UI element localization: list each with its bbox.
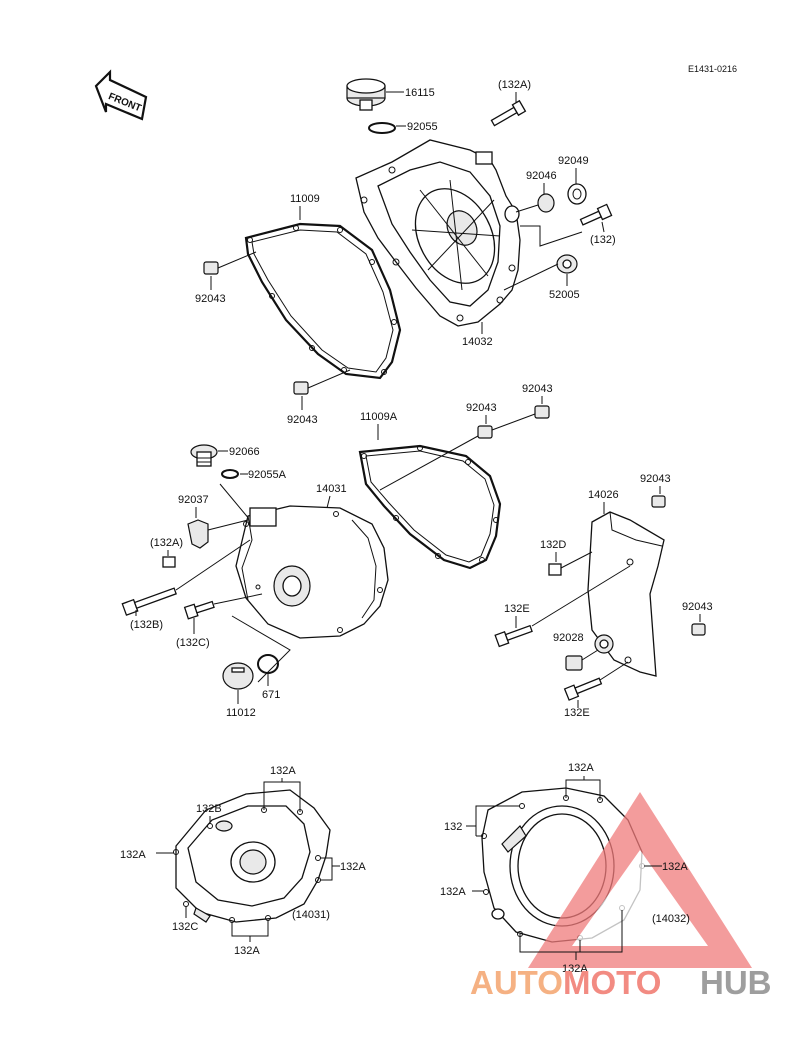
dowel-pin-92043-c bbox=[477, 425, 493, 439]
label-11012: 11012 bbox=[226, 707, 256, 719]
grommet-92028 bbox=[594, 634, 614, 654]
clutch-cover-14032 bbox=[355, 139, 521, 327]
watermark-moto: MOTO bbox=[563, 964, 661, 1001]
detail-right-132A-right: 132A bbox=[662, 861, 688, 873]
bolt-132B bbox=[121, 587, 177, 616]
oil-seal-92049 bbox=[567, 183, 587, 205]
label-92055: 92055 bbox=[407, 121, 438, 133]
label-92066: 92066 bbox=[229, 446, 260, 458]
label-92046: 92046 bbox=[526, 170, 557, 182]
label-14031: 14031 bbox=[316, 483, 347, 495]
label-92055A: 92055A bbox=[248, 469, 287, 481]
bolt-132E-a bbox=[494, 624, 533, 648]
label-132D: 132D bbox=[540, 539, 566, 551]
detail-left-ref: (14031) bbox=[292, 909, 330, 921]
watermark bbox=[528, 792, 752, 968]
bolt-132 bbox=[579, 203, 613, 226]
detail-right-ref: (14032) bbox=[652, 913, 690, 925]
detail-left-132A-bottom: 132A bbox=[234, 945, 260, 957]
detail-right-132A-top: 132A bbox=[568, 762, 594, 774]
bolt-132E-b bbox=[563, 677, 603, 701]
label-16115: 16115 bbox=[405, 87, 435, 99]
label-132E-a: 132E bbox=[504, 603, 530, 615]
dowel-pin-92043-b bbox=[293, 381, 309, 395]
o-ring-671 bbox=[257, 654, 279, 674]
cap-11012 bbox=[222, 662, 254, 690]
watermark-text: AUTO MOTO HUB bbox=[470, 964, 772, 1001]
watermark-auto: AUTO bbox=[470, 964, 563, 1001]
label-132-paren: (132) bbox=[590, 234, 616, 246]
label-132C-paren: (132C) bbox=[176, 637, 210, 649]
o-ring-92055A bbox=[221, 469, 239, 479]
oil-seal-52005 bbox=[556, 254, 578, 274]
label-92028: 92028 bbox=[553, 632, 584, 644]
detail-left-132A-right: 132A bbox=[340, 861, 366, 873]
label-92037: 92037 bbox=[178, 494, 209, 506]
detail-left-132A-left: 132A bbox=[120, 849, 146, 861]
gasket-11009A bbox=[358, 444, 502, 570]
detail-left-132A-top: 132A bbox=[270, 765, 296, 777]
label-132A-mid: (132A) bbox=[150, 537, 183, 549]
bolt-132C bbox=[183, 600, 215, 620]
label-14026: 14026 bbox=[588, 489, 619, 501]
label-132E-b: 132E bbox=[564, 707, 590, 719]
watermark-hub: HUB bbox=[700, 964, 772, 1001]
label-11009A: 11009A bbox=[360, 411, 398, 423]
dowel-pin-92043-f bbox=[691, 623, 706, 636]
dowel-pin-92043-a bbox=[203, 261, 219, 275]
label-52005: 52005 bbox=[549, 289, 580, 301]
detail-left-132B: 132B bbox=[196, 803, 222, 815]
detail-right-132: 132 bbox=[444, 821, 462, 833]
label-92043-f: 92043 bbox=[682, 601, 713, 613]
bolt-132A-mid bbox=[162, 556, 176, 568]
label-132B-paren: (132B) bbox=[130, 619, 163, 631]
label-132A-top: (132A) bbox=[498, 79, 531, 91]
label-92043-d: 92043 bbox=[522, 383, 553, 395]
label-671: 671 bbox=[262, 689, 280, 701]
dowel-pin-92043-d bbox=[534, 405, 550, 419]
label-92043-c: 92043 bbox=[466, 402, 497, 414]
plug-92066 bbox=[190, 444, 218, 467]
bushing-92046 bbox=[537, 193, 555, 213]
detail-right-132A-bottom: 132A bbox=[562, 963, 588, 975]
clamp-92037 bbox=[187, 519, 209, 549]
label-92043-b: 92043 bbox=[287, 414, 318, 426]
o-ring-92055 bbox=[368, 122, 396, 134]
bolt-132D bbox=[548, 563, 562, 576]
detail-left-132C: 132C bbox=[172, 921, 198, 933]
collar-92028 bbox=[565, 655, 583, 671]
label-92043-a: 92043 bbox=[195, 293, 226, 305]
dowel-pin-92043-e bbox=[651, 495, 666, 508]
bolt-layout-14031 bbox=[173, 789, 331, 923]
detail-right-132A-left: 132A bbox=[440, 886, 466, 898]
generator-cover-14031 bbox=[235, 505, 389, 639]
diagram-code: E1431-0216 bbox=[688, 64, 737, 74]
label-11009: 11009 bbox=[290, 193, 320, 205]
bolt-132A-top bbox=[490, 99, 527, 127]
oil-filler-cap-16115 bbox=[346, 78, 386, 111]
front-arrow-icon: FRONT bbox=[94, 69, 148, 121]
label-14032: 14032 bbox=[462, 336, 493, 348]
label-92049: 92049 bbox=[558, 155, 589, 167]
gasket-11009 bbox=[244, 222, 402, 380]
label-92043-e: 92043 bbox=[640, 473, 671, 485]
